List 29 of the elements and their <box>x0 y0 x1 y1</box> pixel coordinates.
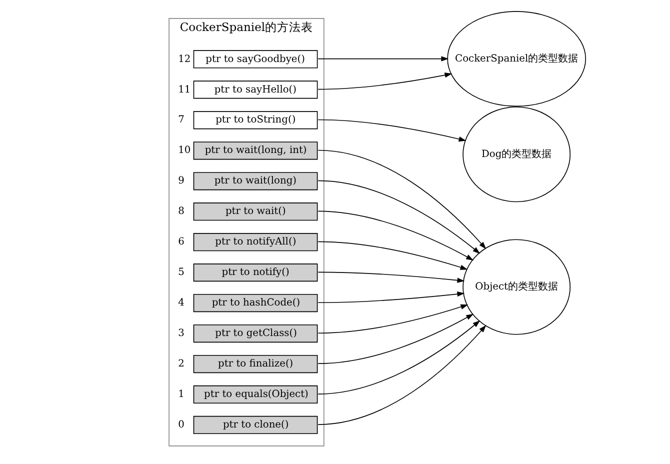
arrow <box>317 180 480 254</box>
node-label: 2 <box>178 358 184 370</box>
node-ellipse: Object的类型数据 <box>462 239 570 335</box>
arrow <box>317 291 464 304</box>
node-ellipse: CockerSpaniel的类型数据 <box>446 11 586 107</box>
node-label: 3 <box>178 328 184 340</box>
arrow <box>317 241 468 270</box>
node-label: 12 <box>178 54 190 65</box>
node-label: 8 <box>178 206 184 218</box>
arrow <box>317 56 448 62</box>
arrow <box>317 72 452 90</box>
node-label: 9 <box>178 176 184 187</box>
arrow <box>317 150 486 250</box>
arrow <box>317 325 486 425</box>
node-label: 7 <box>178 114 184 126</box>
node-label: 4 <box>178 298 184 309</box>
arrow <box>317 210 474 260</box>
node-label: 10 <box>178 145 190 156</box>
node-ellipse: Dog的类型数据 <box>462 106 570 202</box>
arrow <box>317 119 466 142</box>
arrow <box>317 304 468 334</box>
node-label: 1 <box>178 389 184 400</box>
arrow <box>317 320 480 394</box>
node-label: 6 <box>178 236 184 248</box>
node-label: 5 <box>178 267 184 278</box>
arrow <box>317 272 464 283</box>
node-label: 11 <box>178 84 190 96</box>
arrow <box>317 314 474 364</box>
node-label: 0 <box>178 420 184 431</box>
